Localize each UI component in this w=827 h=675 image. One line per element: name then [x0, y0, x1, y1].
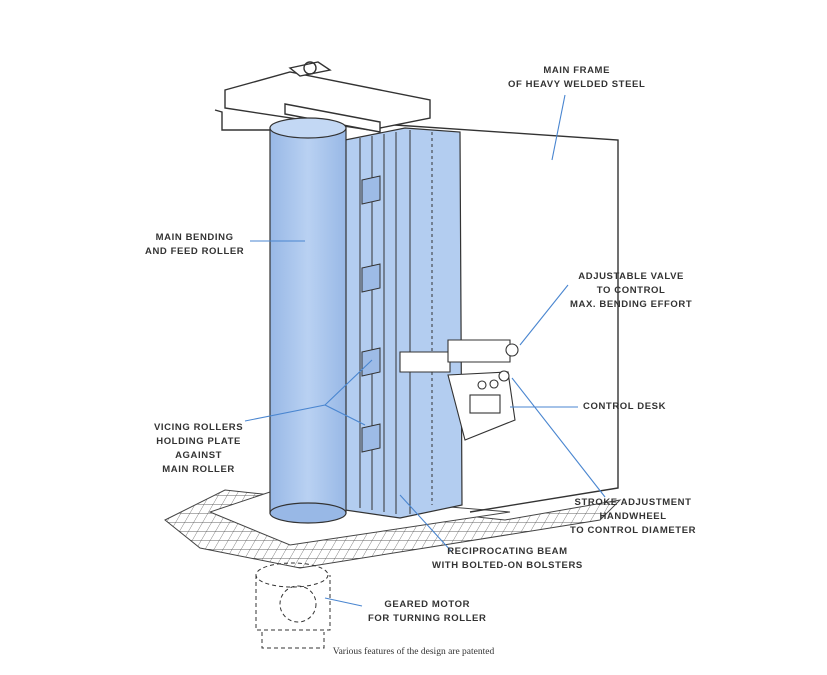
label-vicing-rollers: VICING ROLLERS HOLDING PLATE AGAINST MAI… [154, 422, 244, 475]
geared-motor [255, 562, 331, 649]
label-reciprocating-beam: RECIPROCATING BEAM WITH BOLTED-ON BOLSTE… [432, 546, 583, 571]
leader-valve [519, 284, 569, 346]
label-valve: ADJUSTABLE VALVE TO CONTROL MAX. BENDING… [570, 271, 693, 310]
label-geared-motor: GEARED MOTOR FOR TURNING ROLLER [368, 599, 487, 624]
leader-main-frame [551, 94, 566, 161]
label-stroke-adjustment: STROKE ADJUSTMENT HANDWHEEL TO CONTROL D… [570, 497, 697, 536]
reciprocating-beam [344, 127, 463, 519]
label-main-roller: MAIN BENDING AND FEED ROLLER [145, 232, 245, 257]
label-control-desk: CONTROL DESK [583, 401, 667, 412]
main-roller [269, 117, 347, 524]
leader-beam [399, 494, 453, 553]
control-desk [399, 339, 519, 441]
figure-caption: Various features of the design are paten… [332, 647, 495, 657]
leader-vicing-2 [324, 404, 366, 426]
leader-lines [244, 94, 606, 607]
label-main-frame: MAIN FRAME OF HEAVY WELDED STEEL [508, 65, 646, 90]
leader-motor [324, 597, 363, 607]
leader-stroke [511, 377, 606, 498]
main-frame [214, 61, 619, 513]
